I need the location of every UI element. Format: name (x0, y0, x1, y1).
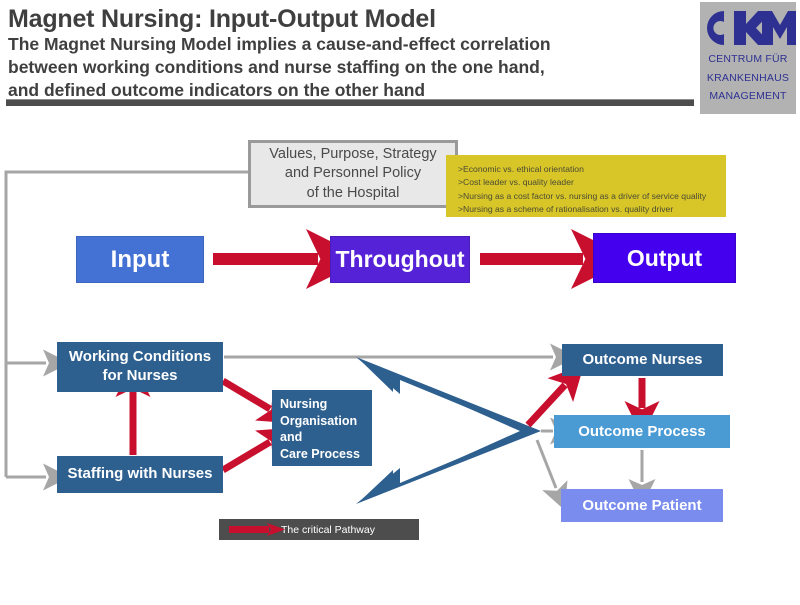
nursing-org-line-2: Organisation (280, 413, 358, 428)
subtitle-line-2: between working conditions and nurse sta… (8, 56, 545, 77)
input-box[interactable]: Input (76, 236, 204, 283)
subtitle-line-3: and defined outcome indicators on the ot… (8, 79, 426, 100)
orientation-bullets-box[interactable]: >Economic vs. ethical orientation >Cost … (446, 155, 726, 217)
nursing-org-line-3: and (280, 430, 303, 445)
big-blue-chevron-arrow-body (356, 357, 541, 504)
bullet-item: >Nursing as a scheme of rationalisation … (458, 203, 674, 214)
nursing-org-line-4: Care Process (280, 446, 360, 461)
bullet-item: >Nursing as a cost factor vs. nursing as… (458, 190, 707, 201)
red-arrow-icon (229, 523, 285, 536)
ckm-logo-mark-icon (706, 10, 796, 45)
outcome-process-box[interactable]: Outcome Process (554, 415, 730, 448)
big-blue-chevron-arrow (358, 358, 540, 503)
working-conditions-box[interactable]: Working Conditions for Nurses (57, 342, 223, 392)
bullet-item: >Cost leader vs. quality leader (458, 177, 574, 188)
ckm-logo-text: CENTRUM FÜR KRANKENHAUS MANAGEMENT (700, 50, 796, 106)
outcome-nurses-box[interactable]: Outcome Nurses (562, 344, 723, 376)
red-arrow-staffing-to-nursing-org (221, 427, 295, 474)
values-purpose-strategy-box[interactable]: Values, Purpose, Strategy and Personnel … (248, 140, 458, 208)
subtitle-line-1: The Magnet Nursing Model implies a cause… (8, 34, 551, 54)
nursing-org-line-1: Nursing (280, 397, 328, 411)
values-line-3: of the Hospital (306, 184, 400, 201)
bullet-item: >Economic vs. ethical orientation (458, 164, 584, 174)
throughout-box[interactable]: Throughout (330, 236, 470, 283)
staffing-with-nurses-box[interactable]: Staffing with Nurses (57, 456, 223, 493)
red-arrow-working-to-nursing-org (221, 377, 295, 424)
page-title: Magnet Nursing: Input-Output Model (8, 5, 436, 33)
header-divider (6, 99, 694, 106)
values-line-2: and Personnel Policy (284, 165, 422, 182)
ckm-logo: CENTRUM FÜR KRANKENHAUS MANAGEMENT (700, 2, 796, 114)
logo-line-2: KRANKENHAUS (706, 71, 790, 84)
working-conditions-line-2: for Nurses (102, 367, 178, 384)
output-box[interactable]: Output (593, 233, 736, 283)
outcome-patient-box[interactable]: Outcome Patient (561, 489, 723, 522)
legend-critical-pathway: The critical Pathway (219, 519, 419, 540)
values-line-1: Values, Purpose, Strategy (269, 146, 437, 163)
logo-line-3: MANAGEMENT (709, 90, 787, 103)
nursing-organisation-care-process-box[interactable]: Nursing Organisation and Care Process (272, 390, 372, 466)
legend-label: The critical Pathway (281, 523, 375, 536)
logo-line-1: CENTRUM FÜR (708, 53, 788, 65)
page-subtitle: The Magnet Nursing Model implies a cause… (8, 33, 678, 101)
gray-bracket-connector (4, 170, 248, 491)
working-conditions-line-1: Working Conditions (68, 348, 212, 366)
